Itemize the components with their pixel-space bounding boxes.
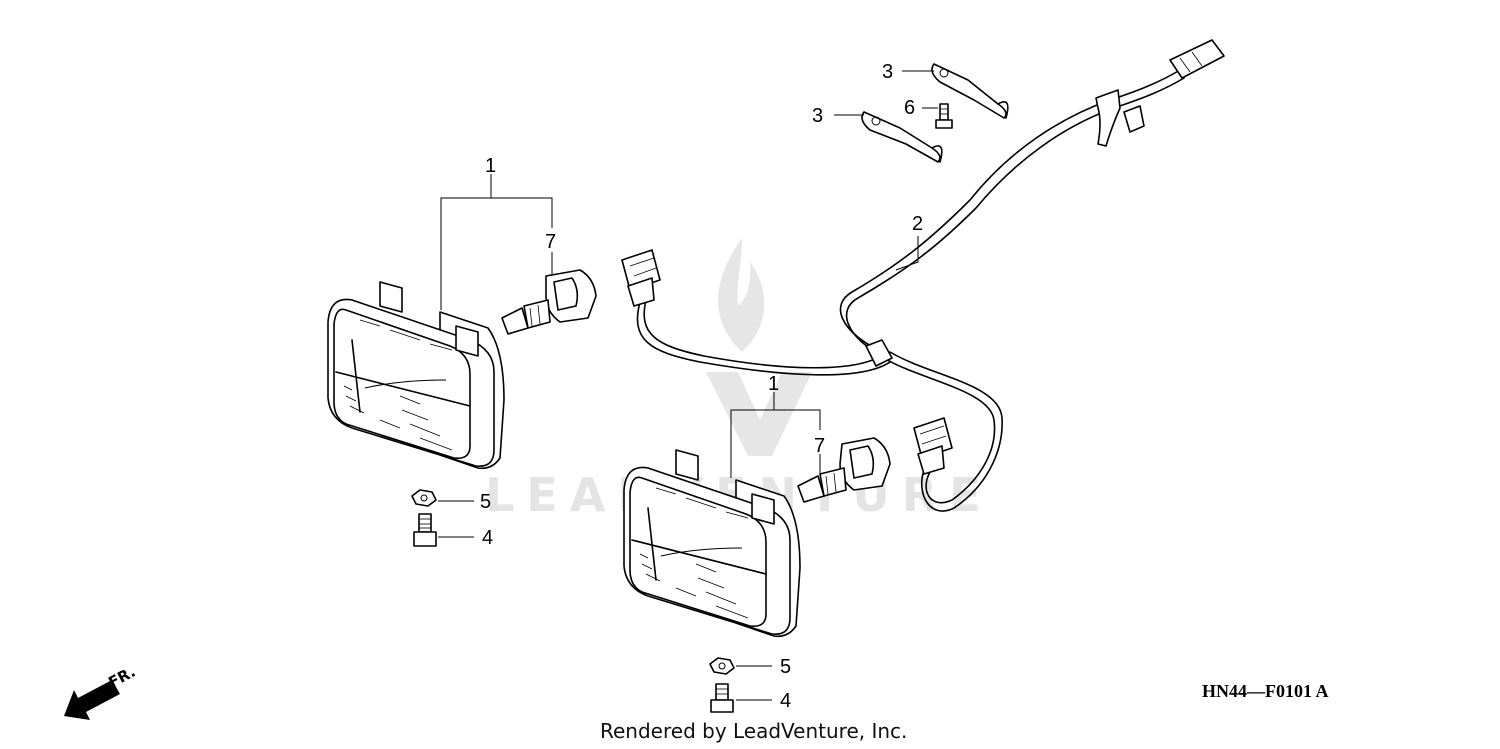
callout-bulb-left: 7 (545, 231, 556, 253)
headlight-left[interactable] (327, 174, 553, 470)
bolt-right[interactable] (710, 683, 772, 713)
diagram-code: HN44—F0101 A (1202, 681, 1329, 701)
nut-left[interactable] (411, 489, 474, 507)
footer-credit: Rendered by LeadVenture, Inc. (600, 719, 907, 743)
clip-lower[interactable] (834, 111, 943, 163)
clip-upper[interactable] (902, 63, 1009, 119)
leadventure-logo-icon (706, 238, 812, 456)
front-direction-indicator: FR. (64, 663, 138, 720)
headlight-right[interactable] (623, 392, 821, 638)
wire-harness[interactable] (621, 39, 1225, 512)
callout-clip-upper: 3 (882, 61, 893, 83)
front-arrow-icon (64, 680, 120, 720)
callout-bolt-left: 4 (482, 527, 493, 549)
callout-nut-left: 5 (480, 491, 491, 513)
callout-clip-lower: 3 (812, 105, 823, 127)
nut-right[interactable] (709, 657, 772, 675)
callout-bolt-right: 4 (780, 690, 791, 712)
bolt-left[interactable] (413, 513, 474, 547)
callout-headlight-left: 1 (485, 155, 496, 177)
callout-bulb-right: 7 (814, 435, 825, 457)
callout-headlight-right: 1 (768, 373, 779, 395)
screw[interactable] (922, 103, 953, 129)
callout-harness: 2 (912, 213, 923, 235)
bulb-left[interactable] (501, 252, 597, 335)
bulb-right[interactable] (797, 437, 891, 503)
callout-nut-right: 5 (780, 656, 791, 678)
callout-screw: 6 (904, 97, 915, 119)
